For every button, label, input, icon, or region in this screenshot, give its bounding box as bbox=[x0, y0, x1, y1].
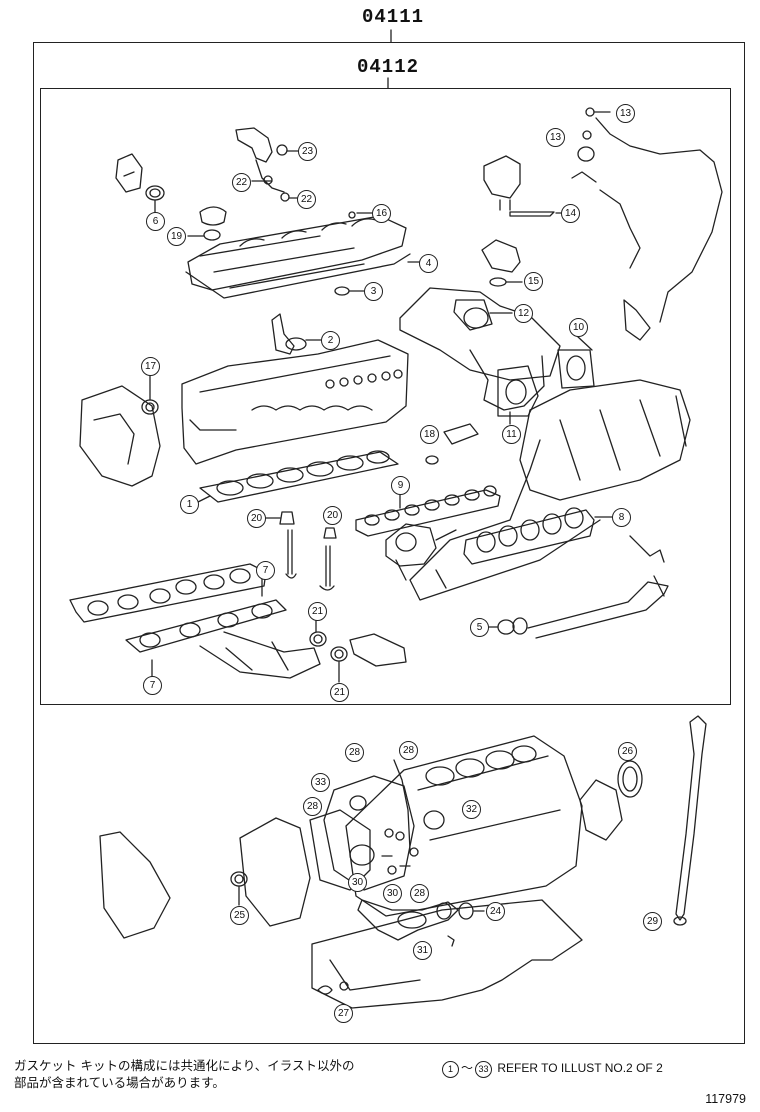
manifold-lower-gasket-part bbox=[463, 507, 613, 565]
valve-seal-part bbox=[263, 511, 337, 591]
callout-28: 28 bbox=[303, 797, 322, 816]
refer-text: REFER TO ILLUST NO.2 OF 2 bbox=[497, 1061, 663, 1075]
callout-21: 21 bbox=[330, 683, 349, 702]
inner-kit-frame bbox=[40, 88, 731, 705]
callout-28: 28 bbox=[345, 743, 364, 762]
callout-6: 6 bbox=[146, 212, 165, 231]
timing-cover-part bbox=[79, 373, 161, 487]
callout-23: 23 bbox=[298, 142, 317, 161]
callout-8: 8 bbox=[612, 508, 631, 527]
illustration-id: 117979 bbox=[705, 1092, 746, 1106]
outer-kit-frame bbox=[33, 42, 745, 1044]
range-start-callout: 1 bbox=[442, 1061, 459, 1078]
oil-filler-cap-part bbox=[187, 206, 227, 241]
callout-32: 32 bbox=[462, 800, 481, 819]
sensor-wire-part bbox=[571, 107, 723, 341]
callout-26: 26 bbox=[618, 742, 637, 761]
kit-composition-note: ガスケット キットの構成には共通化により、イラスト以外の 部品が含まれている場合… bbox=[14, 1057, 414, 1091]
callout-11: 11 bbox=[502, 425, 521, 444]
callout-5: 5 bbox=[470, 618, 489, 637]
outer-kit-number: 04111 bbox=[362, 6, 425, 28]
callout-25: 25 bbox=[230, 906, 249, 925]
cam-seal-part bbox=[309, 617, 407, 683]
callout-12: 12 bbox=[514, 304, 533, 323]
callout-21: 21 bbox=[308, 602, 327, 621]
callout-18: 18 bbox=[420, 425, 439, 444]
callout-13: 13 bbox=[616, 104, 635, 123]
callout-4: 4 bbox=[419, 254, 438, 273]
head-cover-part bbox=[185, 211, 421, 299]
callout-30: 30 bbox=[383, 884, 402, 903]
callout-2: 2 bbox=[321, 331, 340, 350]
throttle-body-part bbox=[385, 523, 457, 589]
callout-27: 27 bbox=[334, 1004, 353, 1023]
intake-connector-part bbox=[399, 287, 595, 425]
oil-pipe-part bbox=[487, 535, 669, 639]
callout-14: 14 bbox=[561, 204, 580, 223]
exhaust-manifold-part bbox=[69, 563, 321, 679]
bypass-pipe-part bbox=[235, 127, 299, 202]
cylinder-head-part bbox=[181, 339, 409, 465]
intake-manifold-part bbox=[409, 379, 691, 601]
callout-30: 30 bbox=[348, 873, 367, 892]
note-line-1: ガスケット キットの構成には共通化により、イラスト以外の bbox=[14, 1058, 355, 1073]
callout-10: 10 bbox=[569, 318, 588, 337]
callout-22: 22 bbox=[297, 190, 316, 209]
callout-28: 28 bbox=[399, 741, 418, 760]
dipstick-part bbox=[673, 715, 707, 926]
note-line-2: 部品が含まれている場合があります。 bbox=[14, 1075, 225, 1090]
oil-pump-cover-part bbox=[323, 759, 419, 891]
reference-note: 1～33 REFER TO ILLUST NO.2 OF 2 bbox=[440, 1059, 663, 1078]
throttle-sensor-part bbox=[481, 239, 523, 287]
oil-strainer-part bbox=[357, 899, 485, 947]
callout-16: 16 bbox=[372, 204, 391, 223]
range-separator: ～ bbox=[461, 1061, 474, 1075]
inner-kit-number: 04112 bbox=[357, 56, 420, 78]
callout-24: 24 bbox=[486, 902, 505, 921]
callout-20: 20 bbox=[247, 509, 266, 528]
callout-22: 22 bbox=[232, 173, 251, 192]
callout-9: 9 bbox=[391, 476, 410, 495]
callout-33: 33 bbox=[311, 773, 330, 792]
injector-part bbox=[483, 155, 567, 217]
intake-gasket-part bbox=[355, 485, 501, 537]
callout-17: 17 bbox=[141, 357, 160, 376]
callout-31: 31 bbox=[413, 941, 432, 960]
pcv-gasket-part bbox=[271, 313, 322, 355]
callout-28: 28 bbox=[410, 884, 429, 903]
cylinder-block-part bbox=[345, 735, 583, 917]
callout-7: 7 bbox=[256, 561, 275, 580]
water-outlet-part bbox=[115, 153, 165, 213]
front-cover-part bbox=[99, 809, 371, 939]
callout-29: 29 bbox=[643, 912, 662, 931]
callout-7: 7 bbox=[143, 676, 162, 695]
callout-3: 3 bbox=[364, 282, 383, 301]
rear-seal-retainer-part bbox=[579, 760, 643, 841]
range-end-callout: 33 bbox=[475, 1061, 493, 1078]
head-gasket-part bbox=[195, 450, 399, 504]
callout-15: 15 bbox=[524, 272, 543, 291]
oil-pan-part bbox=[311, 899, 583, 1009]
callout-13: 13 bbox=[546, 128, 565, 147]
callout-20: 20 bbox=[323, 506, 342, 525]
callout-1: 1 bbox=[180, 495, 199, 514]
small-valve-part bbox=[425, 423, 479, 465]
callout-19: 19 bbox=[167, 227, 186, 246]
